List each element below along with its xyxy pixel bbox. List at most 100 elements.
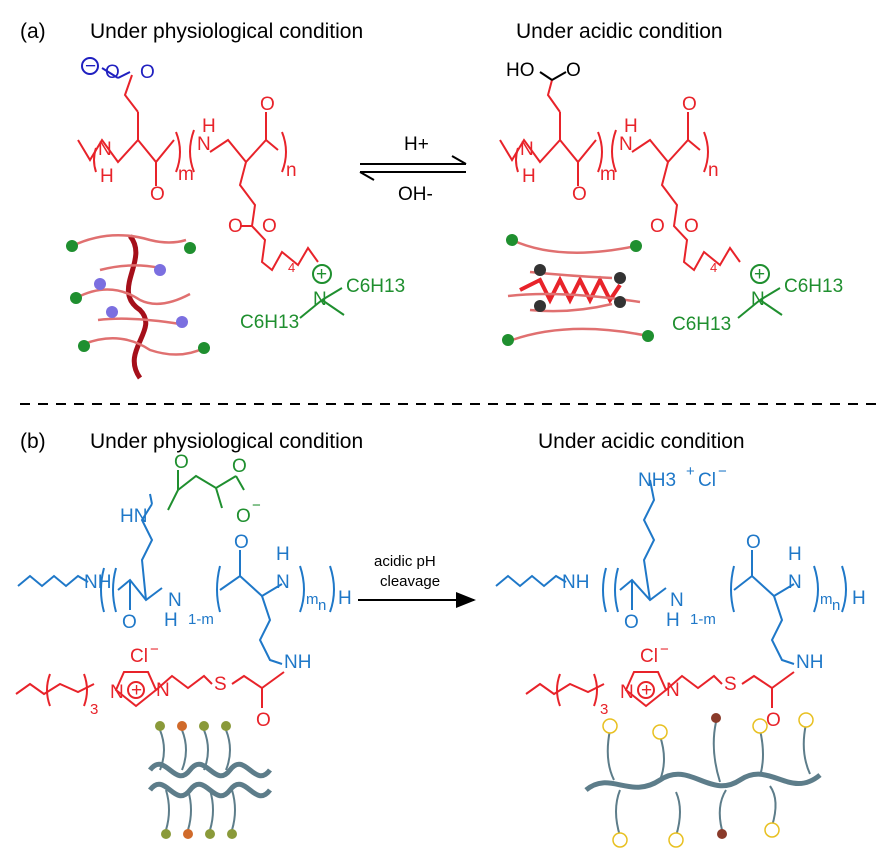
panel-a-right-title: Under acidic condition bbox=[516, 20, 723, 43]
a-right-c6h13-2: C6H13 bbox=[672, 314, 731, 335]
a-left-o-4: O bbox=[262, 216, 277, 237]
a-right-ammonium-plus: + bbox=[754, 264, 765, 285]
b-left-h-end: H bbox=[338, 588, 352, 609]
b-right-imid-n2: N bbox=[666, 680, 680, 701]
a-left-nh-2: N bbox=[197, 134, 211, 155]
a-right-ammonium-n: N bbox=[751, 289, 765, 310]
b-left-maleyl-minus: − bbox=[252, 497, 261, 514]
b-left-one-minus-m: 1-m bbox=[188, 611, 214, 628]
b-right-nh-side: NH bbox=[796, 652, 823, 673]
b-right-s: S bbox=[724, 674, 737, 695]
b-left-hn-side: HN bbox=[120, 506, 147, 527]
panel-a-left-title: Under physiological condition bbox=[90, 20, 363, 43]
b-right-imid-n1: N bbox=[620, 682, 634, 703]
b-left-h-3: H bbox=[276, 544, 290, 565]
a-right-nh-1: N bbox=[520, 139, 534, 160]
a-left-h-2: H bbox=[202, 116, 216, 137]
b-right-cl-minus: − bbox=[660, 641, 669, 658]
b-left-m: m bbox=[306, 591, 319, 608]
panel-b-left-cartoon bbox=[148, 721, 272, 839]
b-right-cl-counter: Cl bbox=[698, 470, 716, 491]
panel-b-right-imidazolium bbox=[525, 671, 795, 708]
panel-b-right-cartoon bbox=[584, 712, 822, 848]
b-left-n-3: N bbox=[276, 572, 290, 593]
b-right-n-sub: n bbox=[832, 597, 840, 614]
b-left-nh-1: NH bbox=[84, 572, 111, 593]
b-right-m: m bbox=[820, 591, 833, 608]
b-left-cl-minus: − bbox=[150, 641, 159, 658]
b-right-o-2: O bbox=[746, 532, 761, 553]
b-left-maleyl-o2: O bbox=[232, 456, 247, 477]
b-left-imid-n2: N bbox=[156, 680, 170, 701]
a-left-o-3: O bbox=[228, 216, 243, 237]
b-right-h-2: H bbox=[666, 610, 680, 631]
a-left-h-1: H bbox=[100, 166, 114, 187]
a-left-o-2: O bbox=[260, 94, 275, 115]
b-right-nh-1: NH bbox=[562, 572, 589, 593]
a-right-h-2: H bbox=[624, 116, 638, 137]
panel-b-label: (b) bbox=[20, 430, 46, 453]
carboxylate-o2: O bbox=[140, 62, 155, 83]
b-right-three: 3 bbox=[600, 701, 608, 718]
panel-b-left-maleyl bbox=[167, 470, 245, 511]
a-right-o-3: O bbox=[650, 216, 665, 237]
a-left-nh-1: N bbox=[98, 139, 112, 160]
panel-b-arrow-label-1: acidic pH bbox=[374, 553, 436, 570]
b-right-nh-2: N bbox=[670, 590, 684, 611]
panel-a-left-cartoon bbox=[66, 233, 210, 380]
a-right-o-4: O bbox=[684, 216, 699, 237]
carboxylate-minus: − bbox=[85, 56, 96, 77]
panel-b: (b) Under physiological condition Under … bbox=[15, 430, 866, 848]
b-right-h-end: H bbox=[852, 588, 866, 609]
a-right-four: 4 bbox=[710, 260, 717, 275]
carboxylate-o1: O bbox=[105, 62, 120, 83]
a-left-n: n bbox=[286, 160, 297, 181]
a-left-ammonium-plus: + bbox=[316, 264, 327, 285]
a-right-o-2: O bbox=[682, 94, 697, 115]
panel-a-right-cartoon bbox=[502, 234, 654, 346]
b-left-imid-n1: N bbox=[110, 682, 124, 703]
b-right-imid-plus: + bbox=[641, 680, 652, 701]
b-left-maleyl-o3: O bbox=[236, 506, 251, 527]
a-right-o-top: O bbox=[566, 60, 581, 81]
panel-b-left-structure bbox=[17, 493, 335, 665]
a-left-four: 4 bbox=[288, 260, 295, 275]
panel-b-left-imidazolium bbox=[15, 671, 285, 708]
b-left-n-sub: n bbox=[318, 597, 326, 614]
a-left-c6h13-1: C6H13 bbox=[346, 276, 405, 297]
a-right-o-1: O bbox=[572, 184, 587, 205]
a-right-nh-2: N bbox=[619, 134, 633, 155]
b-left-o-amide: O bbox=[256, 710, 271, 731]
b-right-n-3: N bbox=[788, 572, 802, 593]
b-left-s: S bbox=[214, 674, 227, 695]
panel-a-left-structure bbox=[77, 74, 319, 272]
b-left-nh-2: N bbox=[168, 590, 182, 611]
a-right-n: n bbox=[708, 160, 719, 181]
a-right-h-1: H bbox=[522, 166, 536, 187]
a-right-c6h13-1: C6H13 bbox=[784, 276, 843, 297]
b-right-one-minus-m: 1-m bbox=[690, 611, 716, 628]
b-right-o-1: O bbox=[624, 612, 639, 633]
panel-a-carboxylate bbox=[81, 57, 131, 79]
b-left-cl: Cl bbox=[130, 646, 148, 667]
panel-b-right-structure bbox=[495, 479, 847, 665]
b-right-nh3-plus: + bbox=[686, 463, 695, 480]
panel-a-equilibrium-arrows bbox=[359, 155, 467, 181]
panel-b-arrow-label-2: cleavage bbox=[380, 573, 440, 590]
panel-a-left-ammonium bbox=[299, 264, 345, 319]
panel-a: (a) Under physiological condition Under … bbox=[20, 20, 843, 380]
panel-a-label: (a) bbox=[20, 20, 46, 43]
a-left-m: m bbox=[178, 164, 194, 185]
a-right-m: m bbox=[600, 164, 616, 185]
a-left-o-1: O bbox=[150, 184, 165, 205]
b-left-imid-plus: + bbox=[131, 680, 142, 701]
b-left-three: 3 bbox=[90, 701, 98, 718]
panel-a-right-ammonium bbox=[737, 264, 783, 319]
a-right-ho: HO bbox=[506, 60, 535, 81]
b-left-o-2: O bbox=[234, 532, 249, 553]
b-right-h-3: H bbox=[788, 544, 802, 565]
panel-a-forward-label: H+ bbox=[404, 134, 429, 155]
b-right-o-amide: O bbox=[766, 710, 781, 731]
b-left-o-1: O bbox=[122, 612, 137, 633]
